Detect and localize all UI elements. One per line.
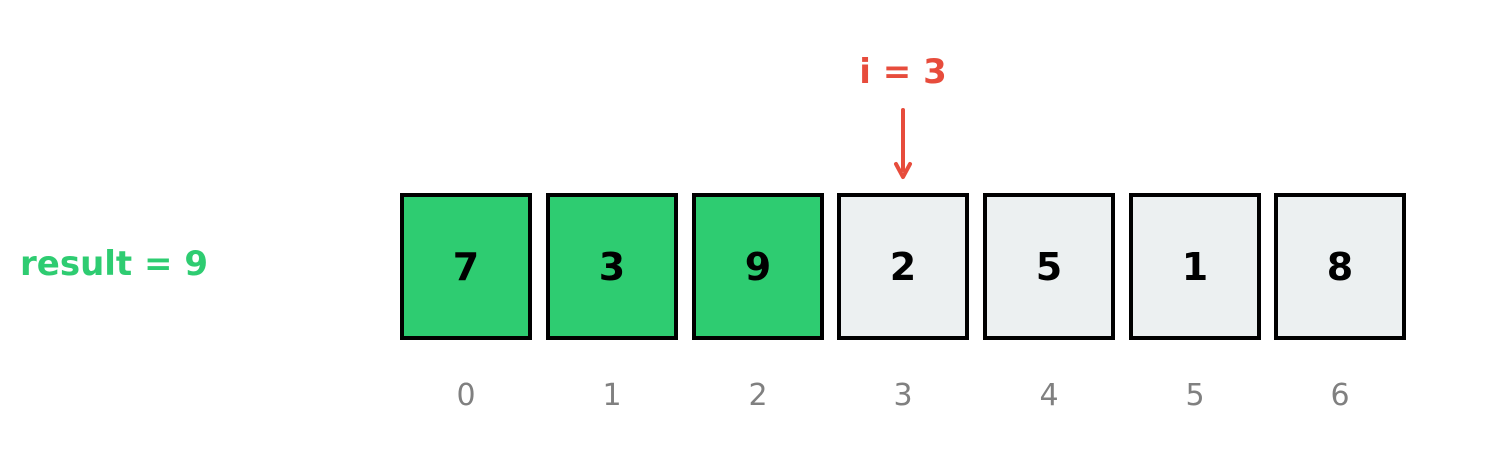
array-cell: 3 xyxy=(546,193,678,340)
array-index-label: 6 xyxy=(1330,378,1350,413)
array-cell: 7 xyxy=(400,193,532,340)
array-index-label: 3 xyxy=(893,378,913,413)
array-cell: 2 xyxy=(837,193,969,340)
array-index-label: 0 xyxy=(456,378,476,413)
result-label: result = 9 xyxy=(20,244,208,284)
array-cell: 1 xyxy=(1129,193,1261,340)
array-index-label: 1 xyxy=(602,378,622,413)
pointer-label: i = 3 xyxy=(859,52,947,92)
array-index-label: 4 xyxy=(1039,378,1059,413)
array-cell: 8 xyxy=(1274,193,1406,340)
array-index-label: 5 xyxy=(1185,378,1205,413)
array-cell: 9 xyxy=(692,193,824,340)
array-index-label: 2 xyxy=(748,378,768,413)
array-cell: 5 xyxy=(983,193,1115,340)
down-arrow-icon xyxy=(894,108,912,179)
